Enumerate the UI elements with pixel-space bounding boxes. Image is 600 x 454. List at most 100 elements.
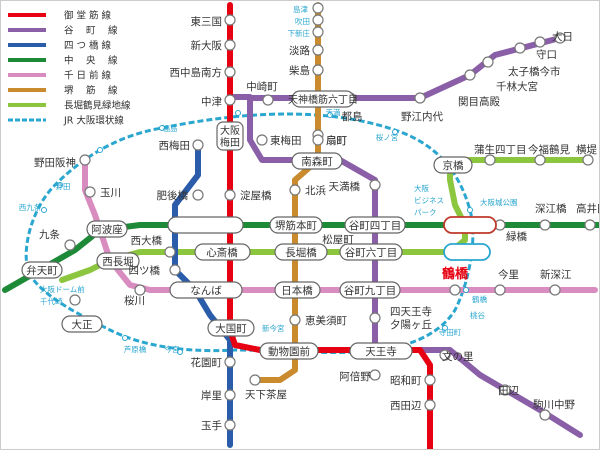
jr-station-marker-6[interactable]: [442, 325, 448, 331]
station-marker-tamagawa[interactable]: [84, 186, 96, 198]
jr-station-marker-13[interactable]: [97, 147, 103, 153]
station-marker-moriguchi[interactable]: [534, 36, 546, 48]
station-marker-higashimikuni[interactable]: [224, 14, 236, 26]
station-marker-tenmabashi[interactable]: [369, 179, 381, 191]
jr-station-marker-5[interactable]: [463, 287, 469, 293]
nipponbashi-interchange-box[interactable]: [274, 281, 321, 299]
station-marker-shitennoji[interactable]: [369, 312, 381, 324]
label-tanabe: 田辺: [498, 385, 519, 397]
dobutsuenmae-interchange-box[interactable]: [259, 342, 319, 360]
station-marker-kishinosato[interactable]: [224, 389, 236, 401]
jr-station-marker-1[interactable]: [235, 110, 241, 116]
label-tsuruhashi_jr: 鶴橋: [472, 294, 487, 304]
station-marker-hanazonocho[interactable]: [224, 356, 236, 368]
jr-station-marker-2[interactable]: [327, 112, 333, 118]
nishinagahori-interchange-box[interactable]: [96, 252, 140, 270]
station-marker-osakadome1[interactable]: [69, 294, 81, 306]
jr-station-marker-11[interactable]: [41, 207, 47, 213]
station-marker-imafuku[interactable]: [534, 154, 546, 166]
station-marker-sakuragawa[interactable]: [134, 284, 146, 296]
station-marker-dobutsuen_top[interactable]: [312, 2, 324, 14]
station-marker-noda_hanshin[interactable]: [79, 154, 91, 166]
yotsubashi-line: [172, 142, 233, 448]
station-marker-fukaebashi[interactable]: [539, 219, 551, 231]
station-marker-shimoshinjo[interactable]: [312, 26, 324, 38]
station-marker-nishiohashi[interactable]: [164, 246, 176, 258]
honmachi-interchange-box[interactable]: [167, 216, 244, 234]
tanimachi4-interchange-box[interactable]: [344, 216, 406, 234]
station-marker-dainichi[interactable]: [554, 32, 566, 44]
shinsaibashi-interchange-box[interactable]: [194, 243, 251, 261]
station-marker-nakatsu[interactable]: [224, 94, 236, 106]
station-marker-yokozutsumi[interactable]: [582, 154, 594, 166]
label-shimoshinjo: 下新庄: [288, 28, 311, 38]
umeda-interchange-box[interactable]: [216, 121, 244, 151]
station-marker-kujo[interactable]: [64, 239, 76, 251]
label-tanimachi6: 谷町六丁目: [345, 247, 398, 259]
label-dainichi: 大日: [552, 30, 573, 43]
station-marker-tsuruhashi[interactable]: [449, 284, 461, 296]
label-tennoji: 天王寺: [365, 346, 397, 358]
station-marker-imazato[interactable]: [494, 284, 506, 296]
station-marker-taishibashi[interactable]: [514, 42, 526, 54]
station-marker-gamo4[interactable]: [484, 154, 496, 166]
morinomiya-interchange-box[interactable]: [443, 216, 497, 234]
station-marker-tanabe[interactable]: [499, 384, 511, 396]
station-marker-shinosaka[interactable]: [224, 39, 236, 51]
station-marker-tengachaya[interactable]: [249, 374, 261, 386]
station-marker-nakazakicho[interactable]: [262, 94, 274, 106]
jr-station-marker-0[interactable]: [159, 125, 165, 131]
station-marker-yodoyabashi[interactable]: [224, 189, 236, 201]
station-marker-takaida[interactable]: [584, 219, 596, 231]
station-marker-suita[interactable]: [312, 14, 324, 26]
label-imafuku: 今福鶴見: [528, 143, 570, 156]
jr-station-marker-9[interactable]: [177, 349, 183, 355]
station-marker-tamade[interactable]: [224, 419, 236, 431]
station-marker-awaji[interactable]: [312, 44, 324, 56]
jr-station-marker-12[interactable]: [57, 182, 63, 188]
station-markers: [41, 2, 596, 431]
tennoji-interchange-box[interactable]: [349, 342, 413, 360]
label-sakuragawa: 桜川: [124, 294, 145, 307]
station-marker-senbayashi_omiya[interactable]: [482, 56, 494, 68]
station-marker-shinfukae[interactable]: [549, 284, 561, 296]
station-marker-kitahama[interactable]: [289, 184, 301, 196]
tamatsukuri-interchange-box[interactable]: [443, 243, 491, 261]
label-takaida: 高井田: [576, 202, 600, 215]
awaza-interchange-box[interactable]: [86, 220, 128, 238]
tenjinbashi6-interchange-box[interactable]: [291, 90, 355, 108]
label-awaza: 阿波座: [91, 223, 123, 236]
nagahoribashi-interchange-box[interactable]: [274, 243, 328, 261]
label-yodoyabashi: 淀屋橋: [240, 189, 272, 202]
station-marker-abeno[interactable]: [369, 369, 381, 381]
station-marker-showacho[interactable]: [424, 374, 436, 386]
station-marker-higashiumeda[interactable]: [256, 134, 268, 146]
minamimorimachi-interchange-box[interactable]: [291, 152, 343, 170]
station-marker-bunnosato[interactable]: [439, 349, 451, 361]
taisho-interchange-box[interactable]: [61, 315, 103, 333]
jr-station-marker-3[interactable]: [392, 129, 398, 135]
station-marker-ebisucho[interactable]: [289, 314, 301, 326]
tanimachi9-interchange-box[interactable]: [339, 281, 401, 299]
namba-interchange-box[interactable]: [169, 281, 243, 299]
kyobashi-interchange-box[interactable]: [433, 156, 473, 174]
jr-station-marker-4[interactable]: [467, 207, 473, 213]
label-umeda_line2: 梅田: [220, 136, 240, 149]
label-ebisucho: 恵美須町: [305, 314, 347, 327]
bentencho-interchange-box[interactable]: [21, 261, 63, 279]
station-marker-sekime[interactable]: [464, 69, 476, 81]
daikokucho-interchange-box[interactable]: [207, 319, 255, 337]
station-marker-ogimachi[interactable]: [312, 134, 324, 146]
sakaisujihonmachi-interchange-box[interactable]: [269, 216, 323, 234]
label-higobashi: 肥後橋: [157, 189, 189, 202]
station-marker-yotsubashi_st[interactable]: [169, 264, 181, 276]
station-marker-komagawa[interactable]: [539, 409, 551, 421]
station-marker-nishitanabe[interactable]: [424, 399, 436, 411]
station-marker-kunijima[interactable]: [312, 64, 324, 76]
station-marker-nishinakajima[interactable]: [224, 66, 236, 78]
tanimachi6-interchange-box[interactable]: [339, 243, 403, 261]
jr-station-marker-10[interactable]: [122, 335, 128, 341]
station-marker-nishiumeda[interactable]: [192, 139, 204, 151]
station-marker-higobashi[interactable]: [192, 189, 204, 201]
station-marker-noe_uchindai[interactable]: [414, 92, 426, 104]
